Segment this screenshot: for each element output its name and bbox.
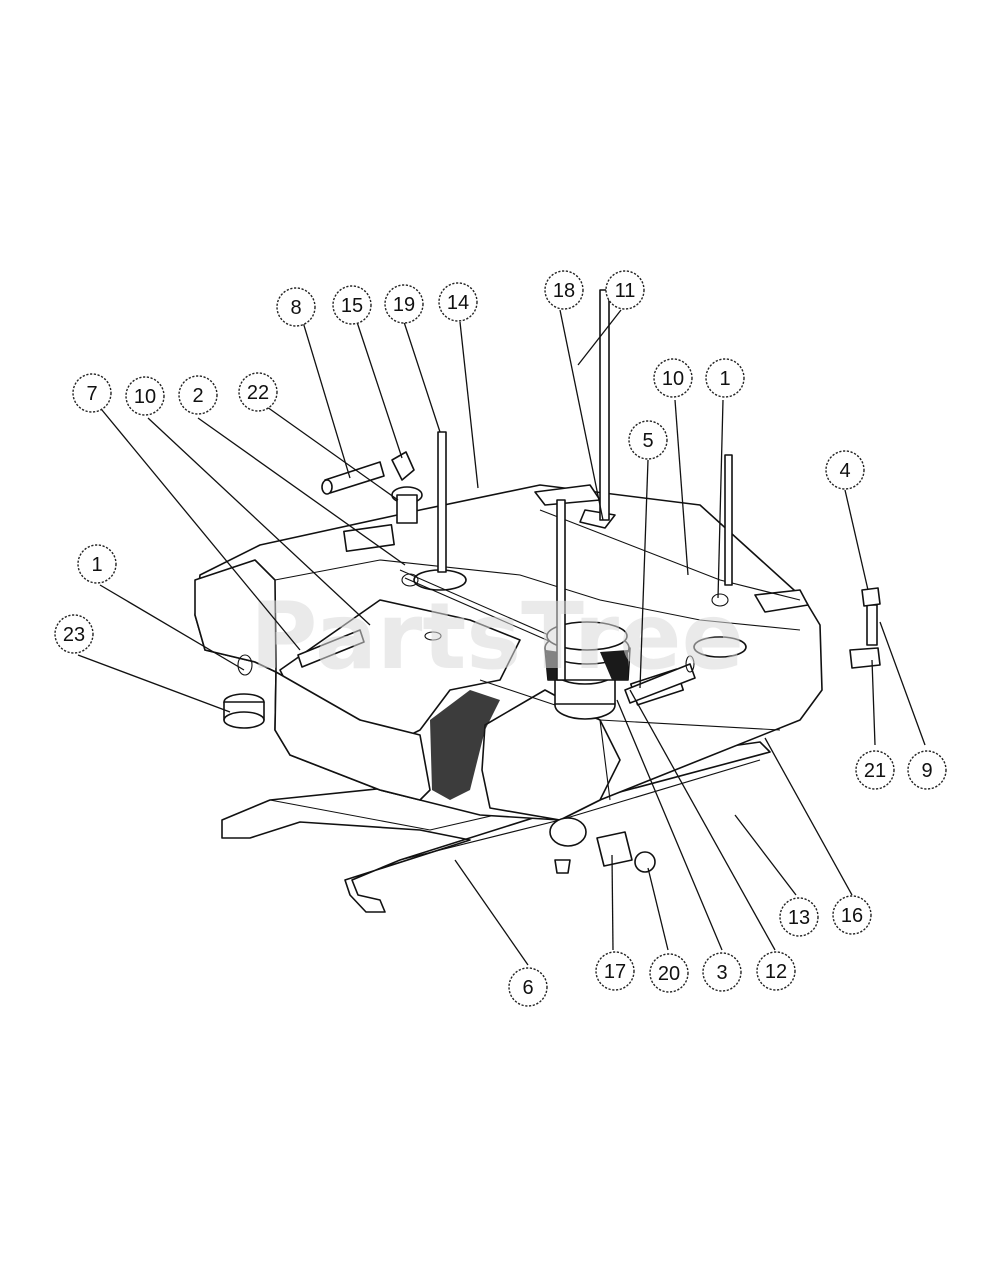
svg-text:21: 21 [864, 760, 886, 782]
leader-lines [77, 309, 926, 966]
callout-20[interactable]: 20 [649, 953, 689, 993]
svg-text:23: 23 [63, 624, 85, 646]
callout-5[interactable]: 5 [628, 420, 668, 460]
callout-14[interactable]: 14 [438, 282, 478, 322]
callout-19[interactable]: 19 [384, 284, 424, 324]
callout-9[interactable]: 9 [907, 750, 947, 790]
svg-text:5: 5 [642, 430, 653, 452]
svg-text:7: 7 [86, 383, 97, 405]
svg-text:14: 14 [447, 292, 469, 314]
callout-15[interactable]: 15 [332, 285, 372, 325]
svg-text:2: 2 [192, 385, 203, 407]
callout-3[interactable]: 3 [702, 952, 742, 992]
svg-text:13: 13 [788, 907, 810, 929]
callout-18[interactable]: 18 [544, 270, 584, 310]
fuel-cap [544, 621, 631, 720]
svg-text:12: 12 [765, 961, 787, 983]
svg-text:11: 11 [615, 280, 636, 302]
callout-11[interactable]: 11 [605, 270, 645, 310]
callout-16[interactable]: 16 [832, 895, 872, 935]
svg-text:6: 6 [522, 977, 533, 999]
callout-1-right[interactable]: 1 [705, 358, 745, 398]
svg-text:4: 4 [839, 460, 850, 482]
svg-text:9: 9 [921, 760, 932, 782]
callout-4[interactable]: 4 [825, 450, 865, 490]
svg-text:1: 1 [719, 368, 730, 390]
fuel-tank [194, 484, 823, 821]
watermark: PartsTree [250, 583, 744, 690]
hoses-fittings [223, 289, 881, 874]
svg-text:10: 10 [662, 368, 684, 390]
svg-text:19: 19 [393, 294, 415, 316]
callout-10-right[interactable]: 10 [653, 358, 693, 398]
svg-text:22: 22 [247, 382, 269, 404]
callout-10-left[interactable]: 10 [125, 376, 165, 416]
callouts: 8 15 19 14 18 11 7 10 2 22 10 1 5 4 1 23… [54, 270, 947, 1007]
svg-text:18: 18 [553, 280, 575, 302]
svg-text:16: 16 [841, 905, 863, 927]
callout-22[interactable]: 22 [238, 372, 278, 412]
callout-8[interactable]: 8 [276, 287, 316, 327]
callout-2[interactable]: 2 [178, 375, 218, 415]
svg-text:10: 10 [134, 386, 156, 408]
svg-text:1: 1 [91, 554, 102, 576]
callout-23[interactable]: 23 [54, 614, 94, 654]
svg-text:3: 3 [716, 962, 727, 984]
svg-text:17: 17 [604, 961, 626, 983]
callout-1-left[interactable]: 1 [77, 544, 117, 584]
svg-text:20: 20 [658, 963, 680, 985]
callout-12[interactable]: 12 [756, 951, 796, 991]
callout-17[interactable]: 17 [595, 951, 635, 991]
svg-text:8: 8 [290, 297, 301, 319]
callout-6[interactable]: 6 [508, 967, 548, 1007]
callout-13[interactable]: 13 [779, 897, 819, 937]
callout-21[interactable]: 21 [855, 750, 895, 790]
callout-7[interactable]: 7 [72, 373, 112, 413]
svg-text:15: 15 [341, 295, 363, 317]
